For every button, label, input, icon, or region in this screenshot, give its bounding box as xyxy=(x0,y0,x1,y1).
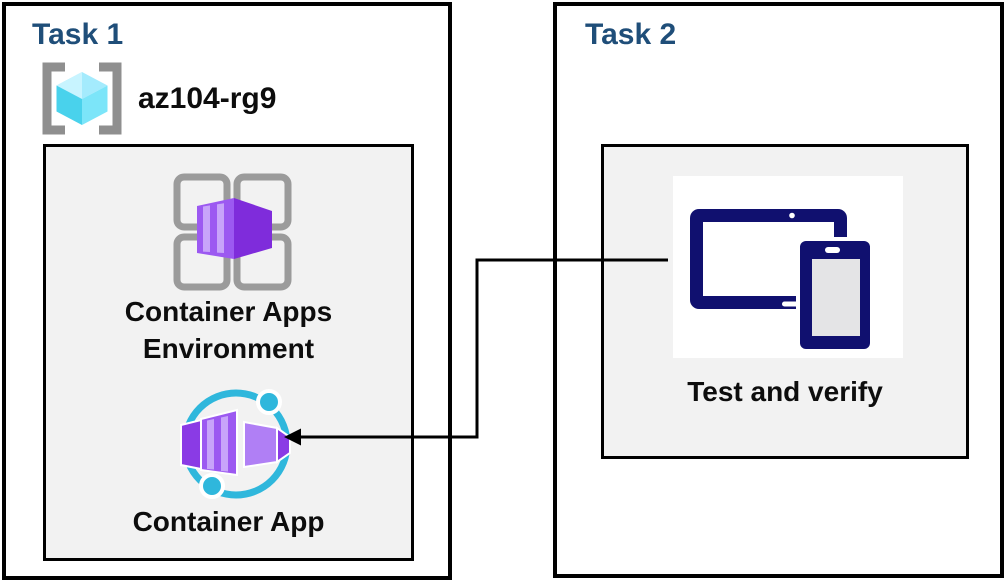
task2-title: Task 2 xyxy=(585,18,677,51)
container-app-icon xyxy=(180,389,291,499)
task2-panel: Test and verify xyxy=(601,144,969,459)
devices-icon-plate xyxy=(673,176,903,358)
task1-title: Task 1 xyxy=(32,18,124,51)
resource-group-row: az104-rg9 xyxy=(34,60,434,140)
resource-group-icon xyxy=(42,62,122,135)
task1-box: Task 1 az104-rg9 xyxy=(2,2,452,580)
container-app-label: Container App xyxy=(132,506,325,537)
verify-label: Test and verify xyxy=(687,376,883,407)
resource-group-label: az104-rg9 xyxy=(138,82,277,115)
environment-label: Container Apps Environment xyxy=(124,296,333,364)
task1-panel: Container Apps Environment Container App xyxy=(43,144,414,561)
devices-icon xyxy=(690,209,874,353)
task2-box: Task 2 Test and verify xyxy=(553,2,1004,578)
container-apps-environment-icon xyxy=(173,173,292,291)
